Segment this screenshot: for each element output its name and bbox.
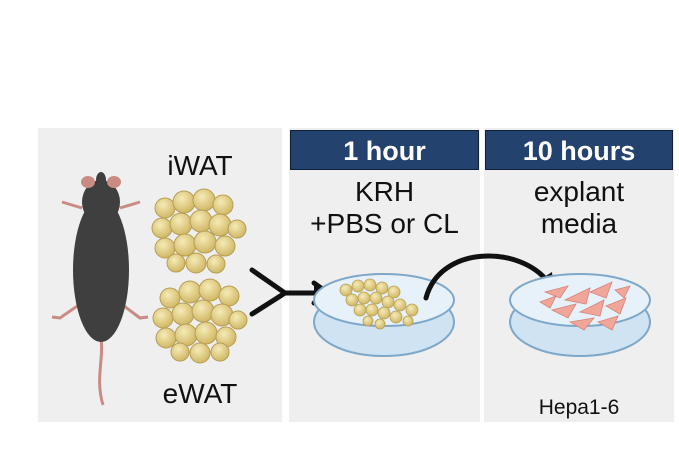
petri-dish-fat-icon bbox=[313, 273, 455, 357]
cell-line-label: Hepa1-6 bbox=[538, 396, 620, 419]
ewat-label: eWAT bbox=[162, 378, 238, 409]
treatment-label: +PBS or CL bbox=[310, 208, 459, 239]
ewat-fat-icon bbox=[152, 278, 248, 364]
iwat-label: iWAT bbox=[167, 150, 233, 181]
petri-dish-cells-icon bbox=[509, 273, 651, 357]
step2-duration: 10 hours bbox=[485, 130, 673, 170]
media-label: media bbox=[540, 208, 618, 239]
krh-label: KRH bbox=[354, 176, 415, 207]
explant-label: explant bbox=[533, 176, 625, 207]
step1-duration: 1 hour bbox=[290, 130, 479, 170]
iwat-fat-icon bbox=[151, 188, 247, 274]
mouse-icon bbox=[51, 172, 149, 406]
